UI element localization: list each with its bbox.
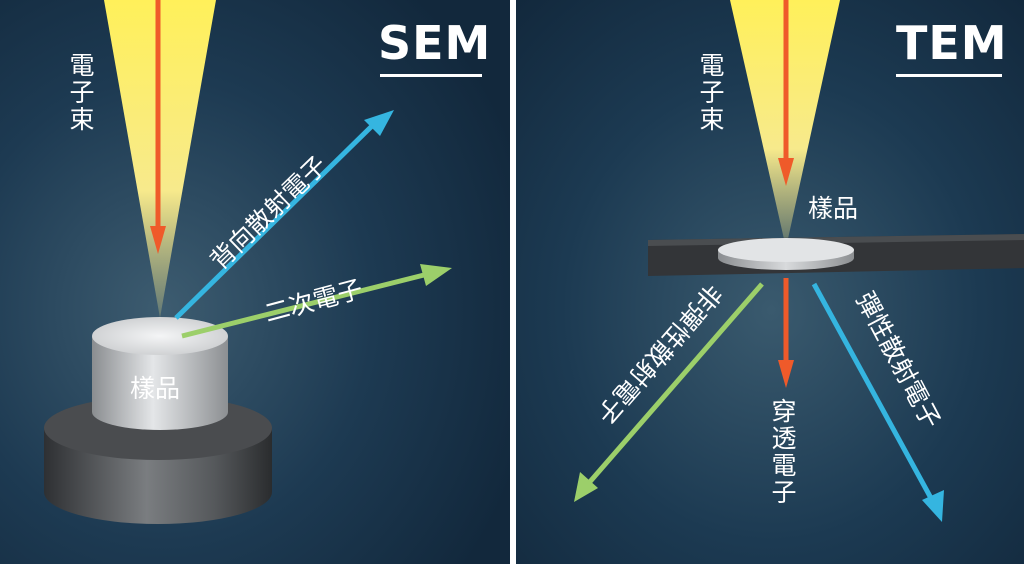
sem-secondary-arrowhead (420, 264, 452, 286)
sem-title-underline (380, 74, 482, 77)
tem-title: TEM (896, 16, 1008, 70)
tem-title-underline (896, 74, 1002, 77)
tem-elastic-arrowhead (922, 490, 944, 522)
tem-beam-arrowhead (778, 158, 794, 186)
tem-panel: TEM 電子束 樣品 非彈性散射電子 穿透電子 彈性散射電子 (516, 0, 1024, 564)
sem-secondary-arrow (181, 271, 429, 339)
sem-electron-beam-label: 電子束 (66, 52, 95, 133)
tem-sample-label: 樣品 (808, 194, 859, 223)
sem-beam-arrowhead (150, 226, 166, 254)
sem-title: SEM (378, 16, 492, 70)
tem-transmitted-label: 穿透電子 (768, 398, 797, 506)
sem-backscatter-arrowhead (364, 110, 394, 136)
tem-sample-disk-top (718, 238, 854, 262)
tem-diagram (516, 0, 1024, 564)
sem-sample-top (92, 317, 228, 355)
sem-panel: SEM 電子束 背向散射電子 二次電子 樣品 (0, 0, 510, 564)
tem-transmitted-arrowhead (778, 360, 794, 388)
tem-electron-beam-label: 電子束 (696, 52, 725, 133)
sem-backscatter-arrow (174, 122, 376, 320)
sem-sample-body (92, 336, 228, 430)
sem-diagram (0, 0, 510, 564)
sem-sample-label: 樣品 (130, 374, 181, 403)
tem-inelastic-arrow (586, 282, 764, 486)
tem-inelastic-arrowhead (574, 472, 598, 502)
tem-elastic-arrow (811, 282, 935, 502)
panel-separator (510, 0, 516, 564)
